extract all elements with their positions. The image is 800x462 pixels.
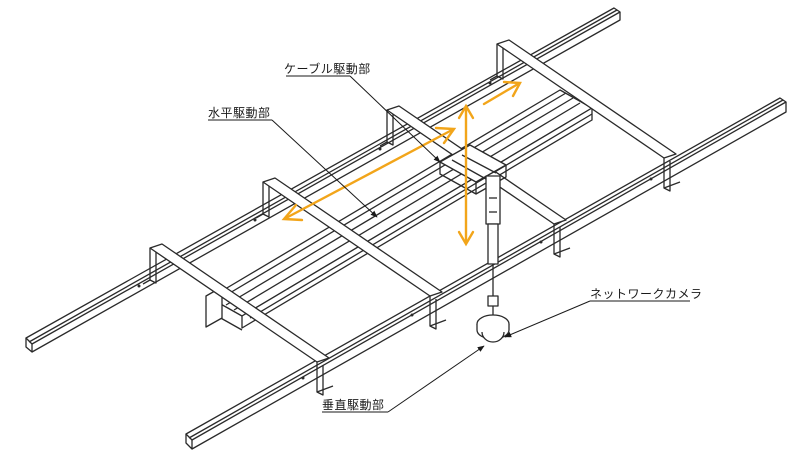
cross-frame-1 [489, 39, 681, 192]
vertical-motion-arrow [457, 103, 475, 247]
horizontal-drive-label: 水平駆動部 [208, 106, 271, 120]
cable-drive-label: ケーブル駆動部 [284, 62, 371, 76]
rail-bolts [137, 81, 653, 380]
leader-lines [208, 75, 690, 413]
horizontal-motion-arrow [281, 126, 457, 222]
vertical-drive-label: 垂直駆動部 [322, 398, 385, 412]
network-camera [476, 306, 510, 343]
right-rail [185, 97, 787, 450]
cable-drive-unit [439, 144, 507, 195]
vertical-drive-mast [485, 175, 501, 307]
motion-arrows [281, 80, 522, 247]
network-camera-label: ネットワークカメラ [590, 287, 703, 301]
cable-motion-arrow [482, 80, 522, 106]
horizontal-beam [205, 89, 593, 331]
cross-frame-4 [142, 243, 334, 396]
